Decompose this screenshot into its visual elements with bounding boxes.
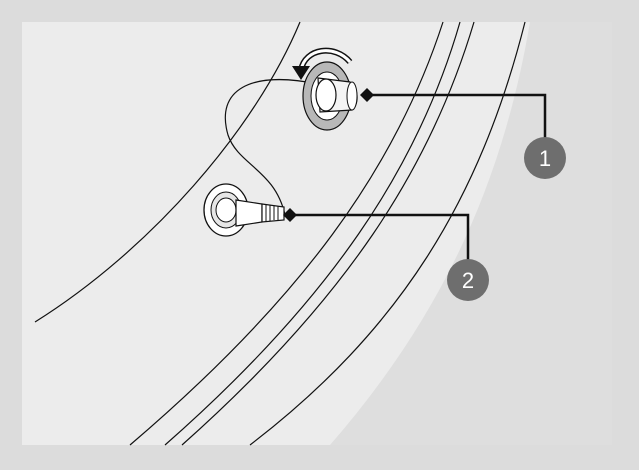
rim-curve-1 <box>34 21 301 323</box>
callout-1: 1 <box>524 137 566 179</box>
leader-line-1 <box>367 93 547 150</box>
rotate-arrow-icon <box>292 47 353 80</box>
rim-curve-2 <box>129 21 444 446</box>
callout-2: 2 <box>447 259 489 301</box>
rim-curve-4 <box>181 21 475 446</box>
tether-icon <box>224 79 319 216</box>
leader-lines <box>290 93 547 265</box>
valve-cap-icon <box>302 61 358 131</box>
leader-line-2 <box>290 213 470 265</box>
rim-lines <box>34 21 526 446</box>
callout-1-label: 1 <box>539 146 551 171</box>
leader-anchor-1 <box>360 88 374 102</box>
wheel-shade <box>330 22 612 445</box>
rim-curve-3 <box>164 21 461 446</box>
leader-anchor-2 <box>283 208 297 222</box>
valve-stem-icon <box>203 183 285 237</box>
callout-2-label: 2 <box>462 268 474 293</box>
rim-curve-5 <box>249 21 526 446</box>
